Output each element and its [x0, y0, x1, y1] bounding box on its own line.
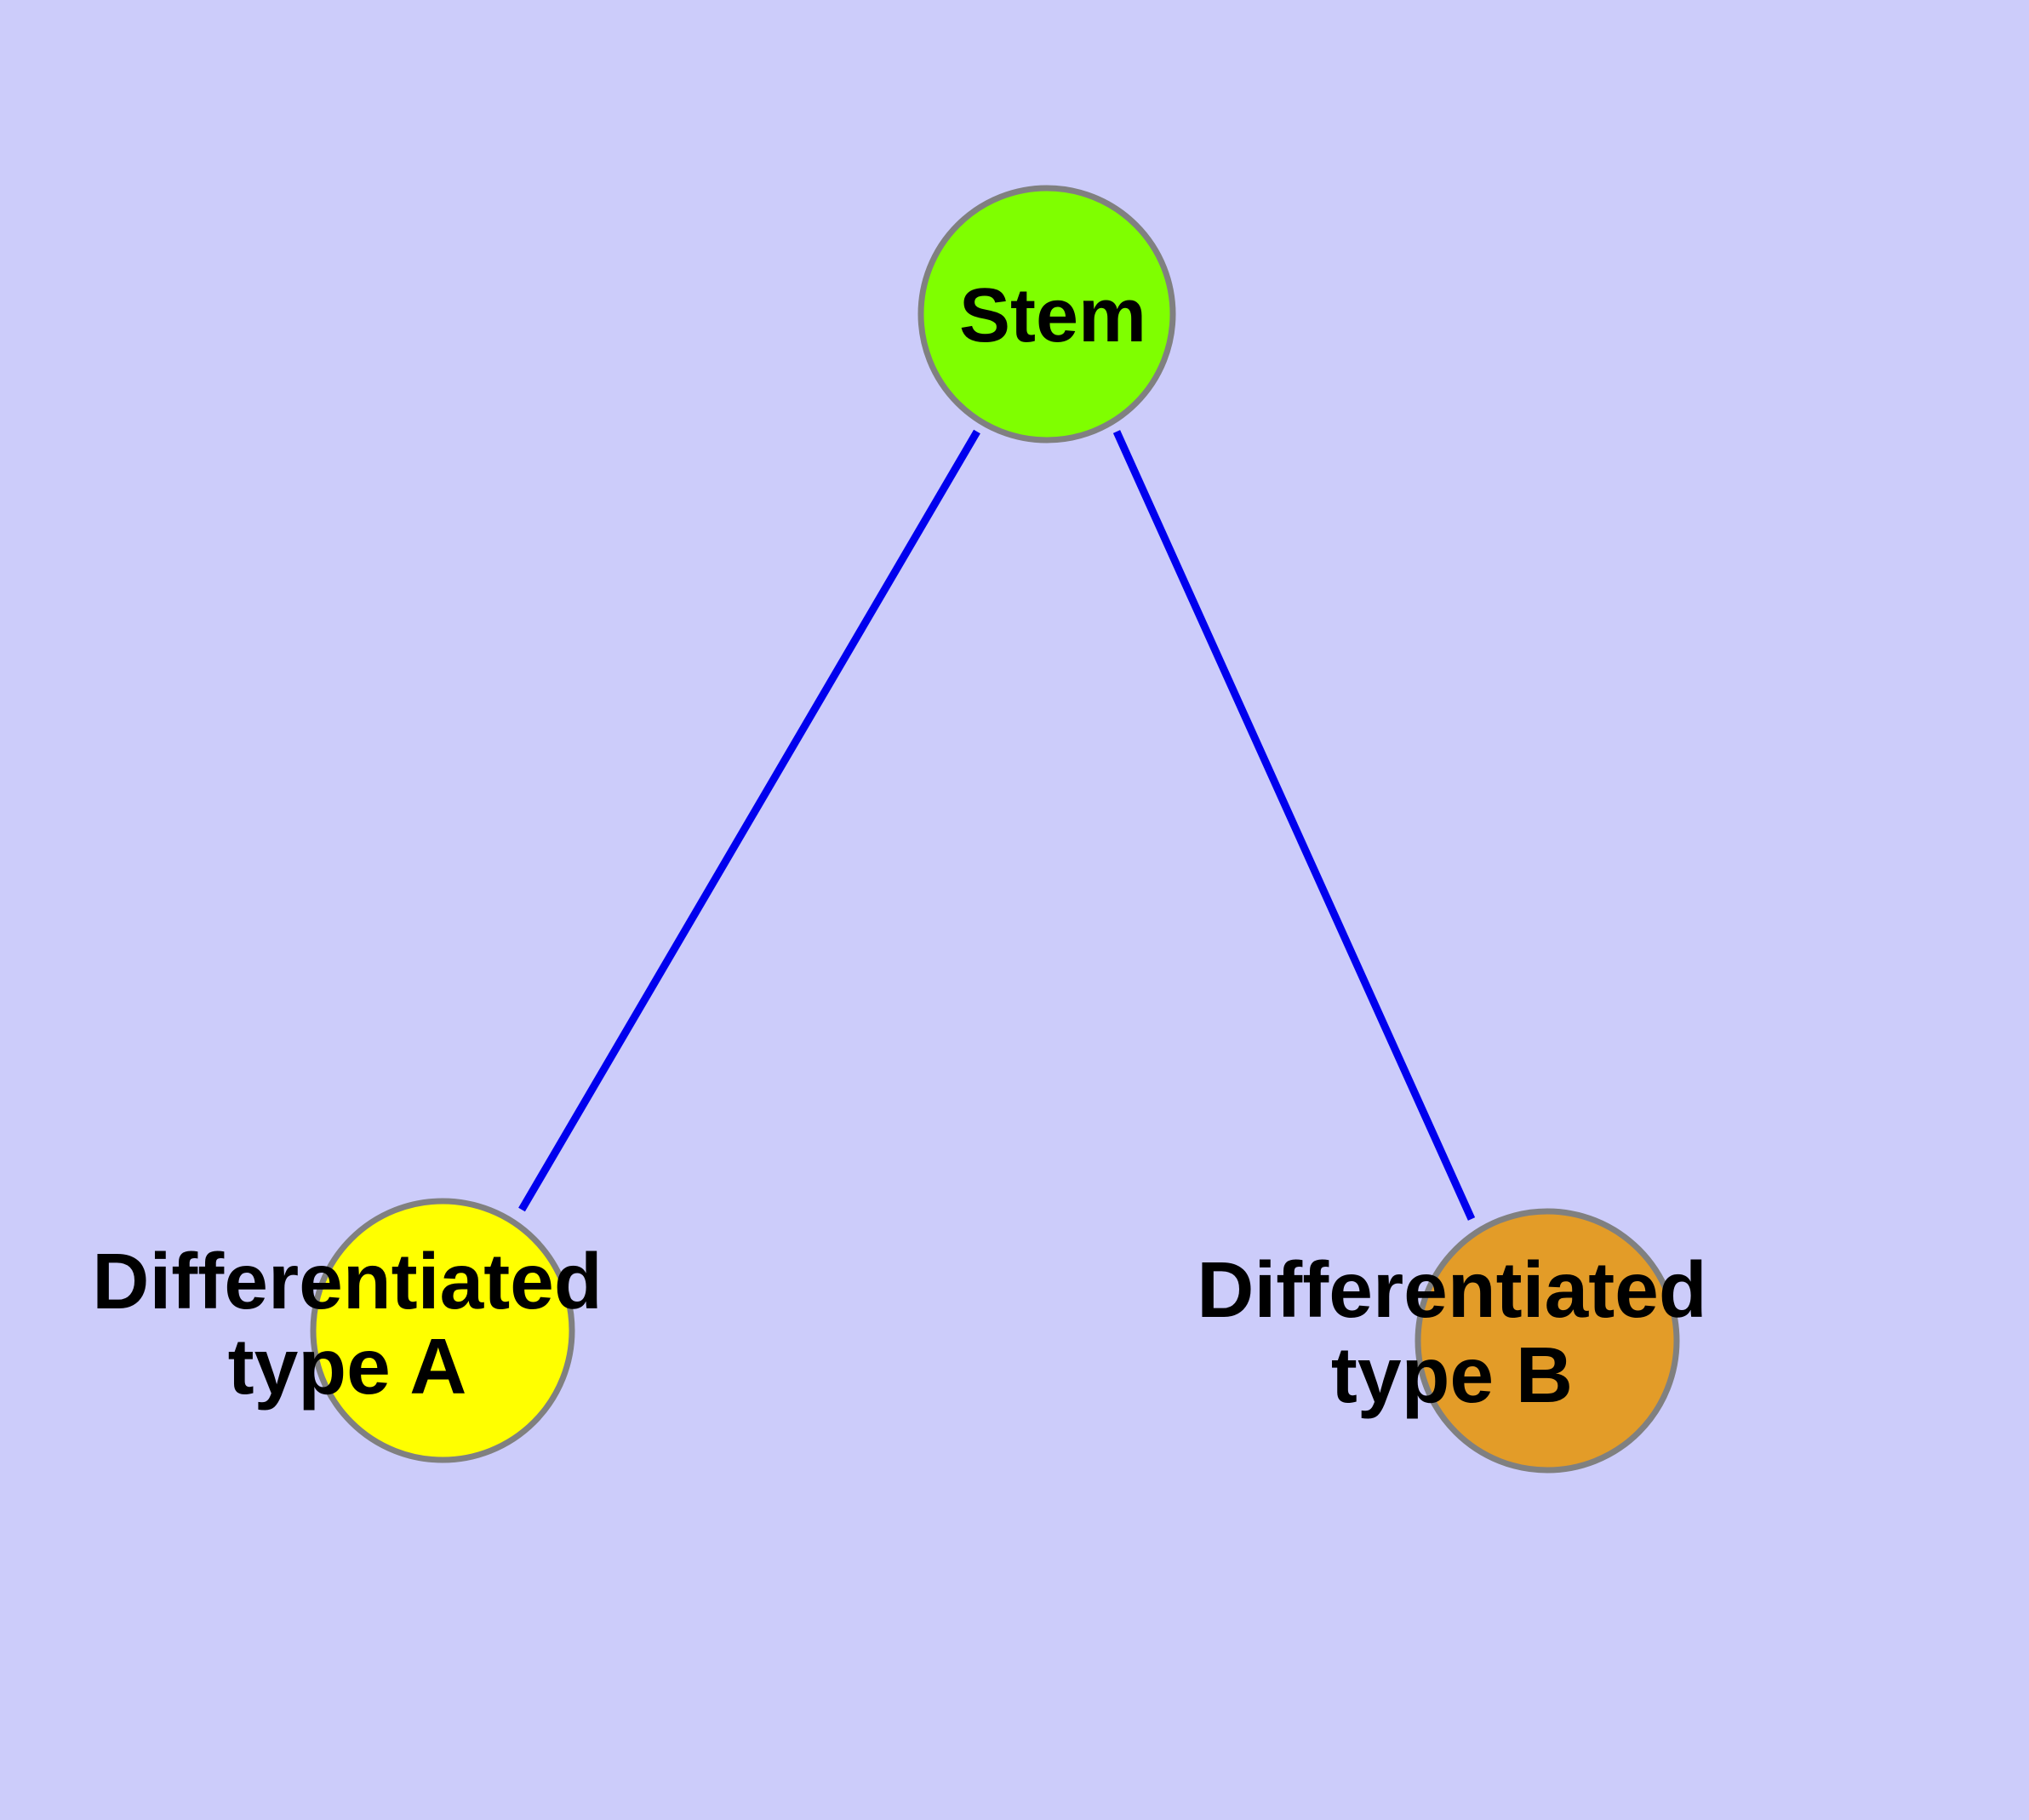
node-label-line: type A	[228, 1322, 467, 1411]
edges-layer	[518, 429, 1476, 1221]
node-diff_b[interactable]	[1415, 1208, 1680, 1474]
edge-stem-to-diff_b	[1112, 430, 1476, 1221]
node-label-line: Stem	[959, 273, 1146, 358]
node-diff_a[interactable]	[310, 1198, 575, 1463]
node-label-line: Differentiated	[92, 1236, 602, 1325]
nodes-layer	[310, 185, 1680, 1474]
node-label-line: type B	[1331, 1331, 1573, 1419]
node-stem[interactable]	[917, 185, 1176, 444]
node-label-stem: Stem	[959, 273, 1146, 358]
edge-stem-to-diff_a	[518, 429, 980, 1212]
node-label-line: Differentiated	[1197, 1245, 1706, 1333]
